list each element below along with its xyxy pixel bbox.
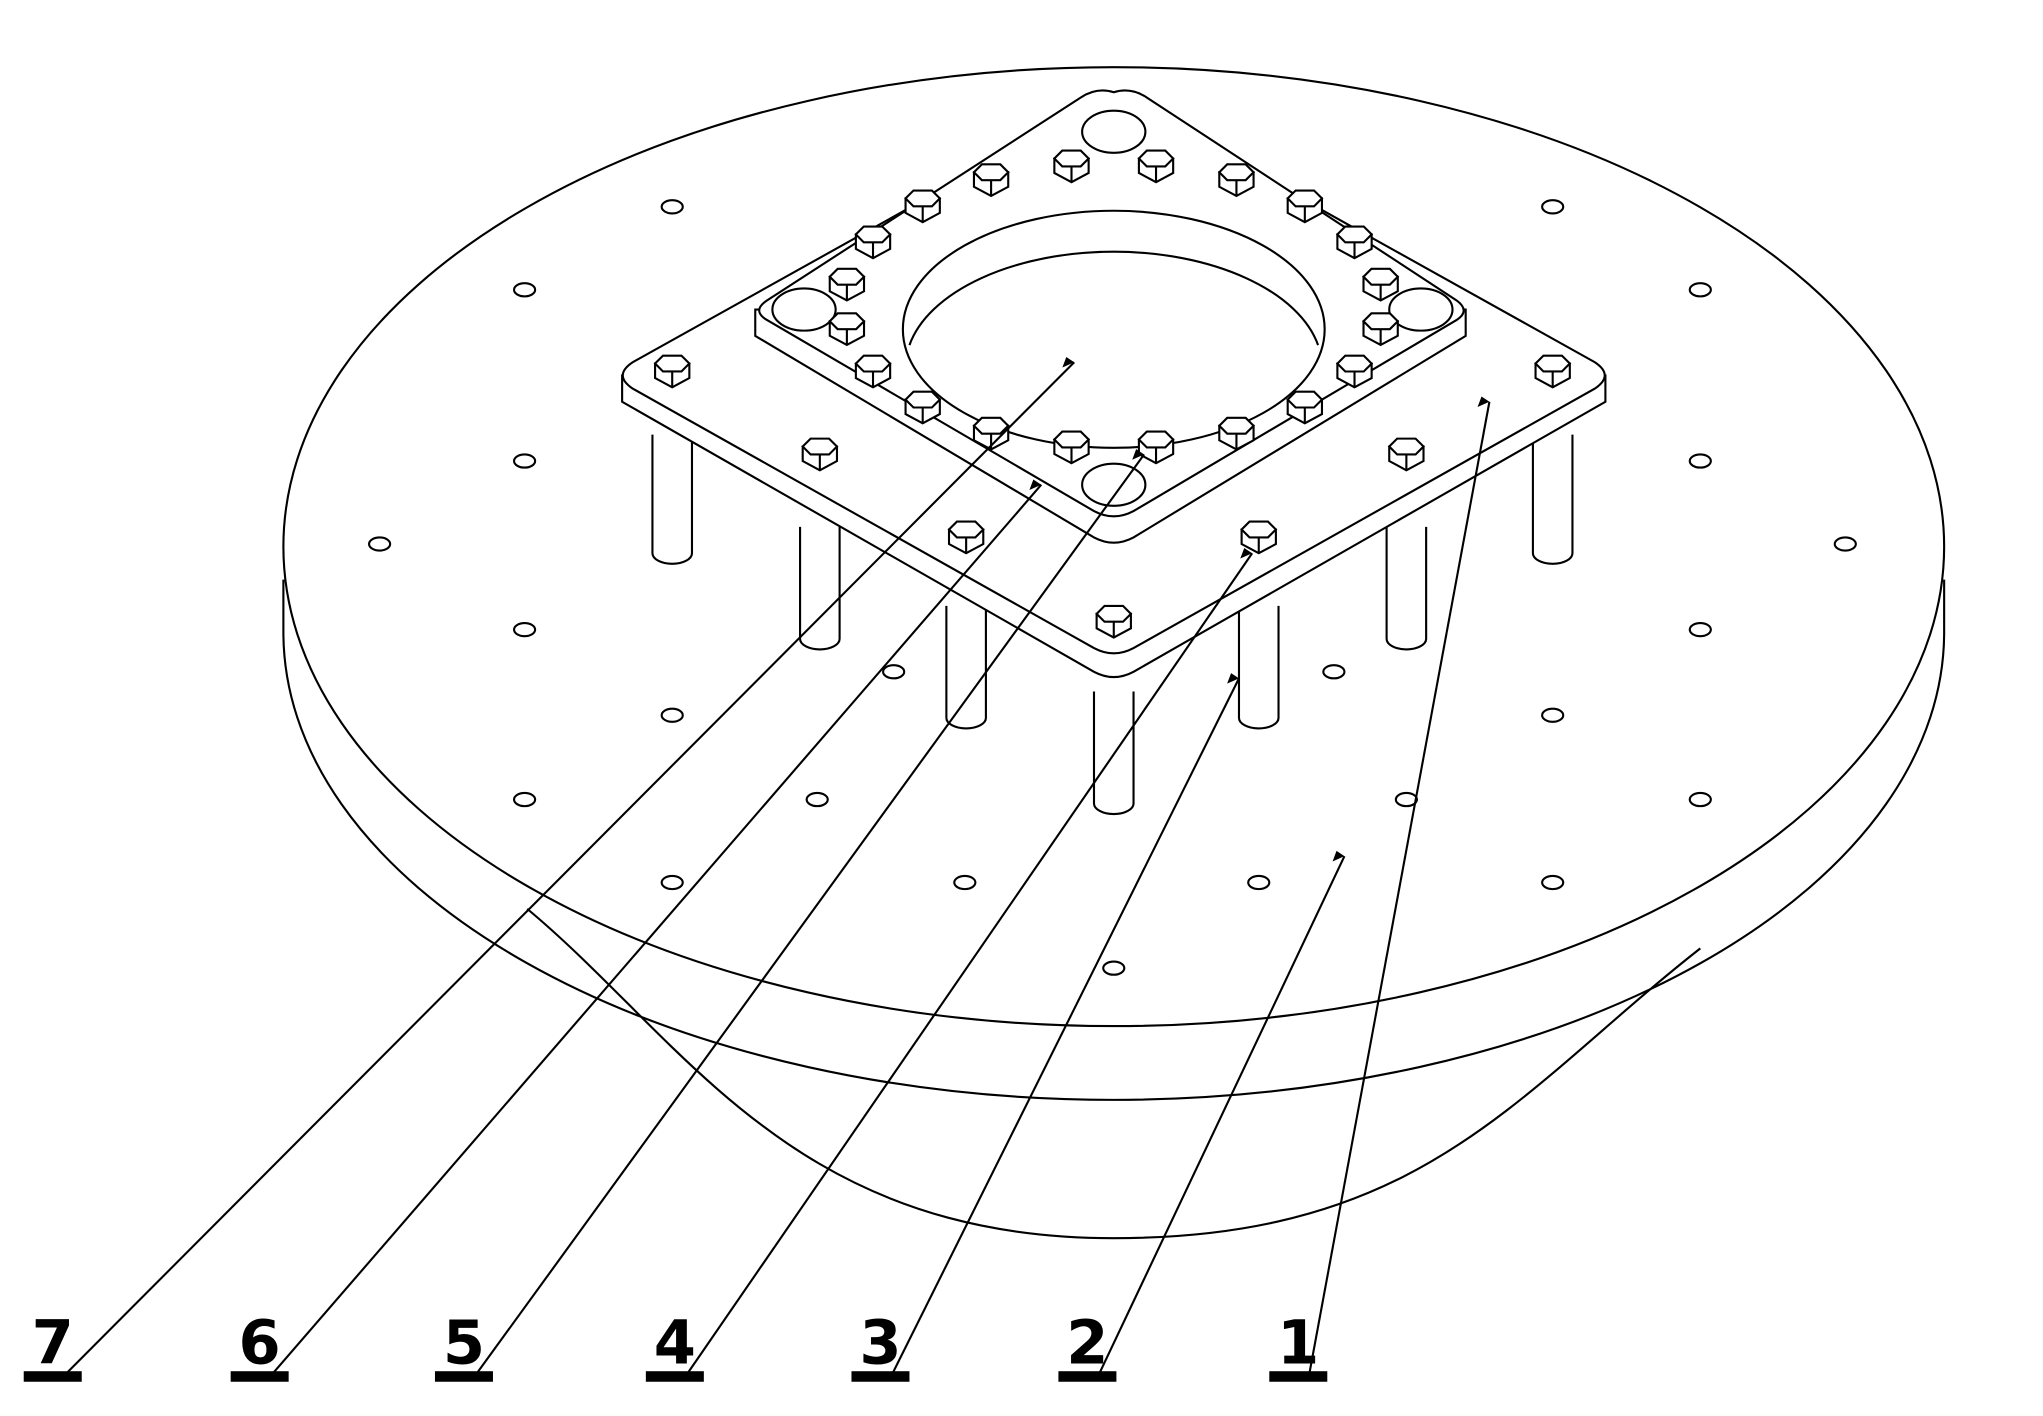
base-hole: [514, 454, 535, 467]
bolt-head: [803, 439, 837, 455]
pin-body: [1239, 606, 1279, 729]
base-hole: [662, 200, 683, 213]
base-hole: [883, 665, 904, 678]
bolt-head: [1219, 418, 1253, 434]
bolt-head: [1288, 392, 1322, 408]
base-hole: [369, 537, 390, 550]
base-hole: [1690, 283, 1711, 296]
base-hole: [1542, 709, 1563, 722]
base-hole: [1323, 665, 1344, 678]
base-hole: [1690, 454, 1711, 467]
bolt-head: [1337, 227, 1371, 243]
label-underline: [646, 1371, 704, 1382]
bolt-head: [906, 191, 940, 207]
label-underline: [24, 1371, 82, 1382]
base-hole: [1396, 793, 1417, 806]
reference-label-3: 3: [859, 1308, 901, 1378]
support-pin: [652, 435, 692, 564]
bolt-head: [1139, 432, 1173, 448]
bolt-head: [1139, 151, 1173, 167]
bolt-head: [856, 227, 890, 243]
pin-body: [1533, 435, 1573, 564]
reference-label-5: 5: [443, 1308, 485, 1378]
pin-body: [652, 435, 692, 564]
bolt-head: [655, 356, 689, 372]
bolt-head: [1536, 356, 1570, 372]
central-opening: [903, 211, 1325, 448]
reference-labels: 7 6 5 4 3 2 1: [24, 1308, 1328, 1381]
bolt-head: [830, 269, 864, 285]
bolt-head: [906, 392, 940, 408]
label-underline: [1269, 1371, 1327, 1382]
base-hole: [954, 876, 975, 889]
base-hole: [514, 283, 535, 296]
bolt-head: [1054, 432, 1088, 448]
support-pin: [1387, 527, 1427, 650]
support-pin: [946, 606, 986, 729]
pin-body: [946, 606, 986, 729]
reference-label-2: 2: [1066, 1308, 1108, 1378]
label-underline: [1058, 1371, 1116, 1382]
pin-body: [1387, 527, 1427, 650]
bolt-head: [1288, 191, 1322, 207]
label-underline: [851, 1371, 909, 1382]
reference-label-6: 6: [239, 1308, 281, 1378]
base-hole: [662, 709, 683, 722]
bolt-head: [949, 522, 983, 538]
reference-label-4: 4: [654, 1308, 696, 1378]
base-hole: [807, 793, 828, 806]
base-hole: [1542, 200, 1563, 213]
base-hole: [514, 793, 535, 806]
support-pin: [1533, 435, 1573, 564]
base-hole: [1690, 793, 1711, 806]
base-hole: [662, 876, 683, 889]
bolt-head: [1219, 164, 1253, 180]
bolt-head: [856, 356, 890, 372]
label-underline: [435, 1371, 493, 1382]
base-hole: [1690, 623, 1711, 636]
bolt-head: [974, 164, 1008, 180]
bolt-head: [1364, 313, 1398, 329]
bolt-head: [1097, 606, 1131, 622]
reference-label-1: 1: [1277, 1308, 1319, 1378]
bolt-head: [974, 418, 1008, 434]
base-hole: [514, 623, 535, 636]
base-hole: [1248, 876, 1269, 889]
base-hole: [1542, 876, 1563, 889]
reference-label-7: 7: [32, 1308, 74, 1378]
bolt-head: [1242, 522, 1276, 538]
base-hole: [1103, 962, 1124, 975]
bolt-head: [1054, 151, 1088, 167]
support-pin: [1239, 606, 1279, 729]
label-underline: [231, 1371, 289, 1382]
bolt-head: [1364, 269, 1398, 285]
bolt-head: [1337, 356, 1371, 372]
bolt-head: [1389, 439, 1423, 455]
base-hole: [1835, 537, 1856, 550]
bolt-head: [830, 313, 864, 329]
